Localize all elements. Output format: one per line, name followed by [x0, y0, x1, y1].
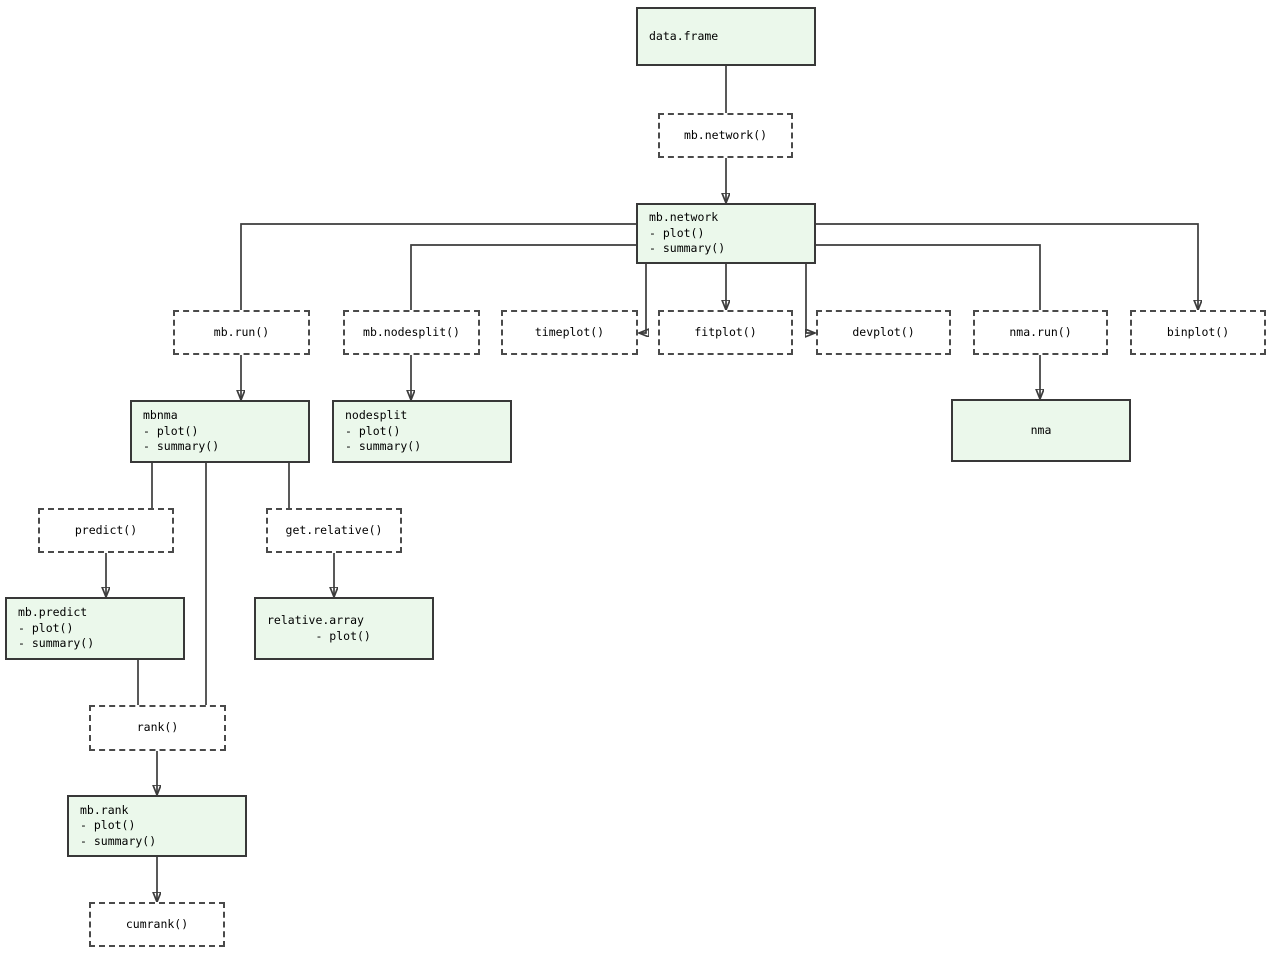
node-mb-predict-label: mb.predict - plot() - summary() — [18, 605, 95, 651]
node-mb-network-function-label: mb.network() — [683, 127, 768, 142]
node-mb-network: mb.network - plot() - summary() — [636, 203, 816, 264]
node-mb-network-label: mb.network - plot() - summary() — [649, 210, 726, 256]
node-get-relative: get.relative() — [266, 508, 402, 553]
node-timeplot-label: timeplot() — [534, 324, 605, 339]
node-data-frame-label: data.frame — [649, 28, 719, 43]
node-relative-array: relative.array - plot() — [254, 597, 434, 660]
node-relative-array-label: relative.array - plot() — [267, 613, 371, 643]
node-binplot-label: binplot() — [1166, 324, 1230, 339]
node-mb-rank-label: mb.rank - plot() - summary() — [80, 802, 157, 848]
node-devplot-label: devplot() — [852, 324, 915, 339]
edge-mbnetwork-to-mbnodesplit — [410, 244, 636, 310]
node-timeplot: timeplot() — [501, 310, 638, 355]
node-nma-label: nma — [1030, 422, 1052, 437]
node-mb-nodesplit: mb.nodesplit() — [343, 310, 480, 355]
node-predict: predict() — [38, 508, 174, 553]
node-cumrank-label: cumrank() — [125, 916, 189, 931]
node-mb-predict: mb.predict - plot() - summary() — [5, 597, 185, 660]
node-mbnma-label: mbnma - plot() - summary() — [143, 408, 220, 454]
edge-mbnetwork-to-nmarun — [816, 244, 1041, 310]
node-rank-label: rank() — [136, 720, 179, 735]
node-predict-label: predict() — [74, 522, 138, 537]
node-devplot: devplot() — [816, 310, 951, 355]
node-fitplot: fitplot() — [658, 310, 793, 355]
node-nodesplit-label: nodesplit - plot() - summary() — [345, 408, 422, 454]
node-binplot: binplot() — [1130, 310, 1266, 355]
edge-mbnetwork-to-mbrun — [240, 223, 636, 310]
node-get-relative-label: get.relative() — [285, 522, 383, 537]
node-mb-rank: mb.rank - plot() - summary() — [67, 795, 247, 857]
node-nodesplit: nodesplit - plot() - summary() — [332, 400, 512, 463]
node-mbnma: mbnma - plot() - summary() — [130, 400, 310, 463]
edge-mbnetwork-to-devplot — [806, 264, 815, 333]
node-nma-run-label: nma.run() — [1009, 324, 1072, 339]
node-nma-run: nma.run() — [973, 310, 1108, 355]
node-cumrank: cumrank() — [89, 902, 225, 947]
node-mb-network-function: mb.network() — [658, 113, 793, 158]
node-data-frame: data.frame — [636, 7, 816, 66]
node-rank: rank() — [89, 705, 226, 751]
node-fitplot-label: fitplot() — [694, 324, 757, 339]
edge-mbnetwork-to-binplot — [816, 223, 1198, 310]
node-mb-run: mb.run() — [173, 310, 310, 355]
edge-mbnetwork-to-timeplot — [639, 264, 646, 333]
node-mb-run-label: mb.run() — [213, 324, 270, 339]
node-mb-nodesplit-label: mb.nodesplit() — [363, 324, 460, 339]
node-nma: nma — [951, 399, 1131, 462]
